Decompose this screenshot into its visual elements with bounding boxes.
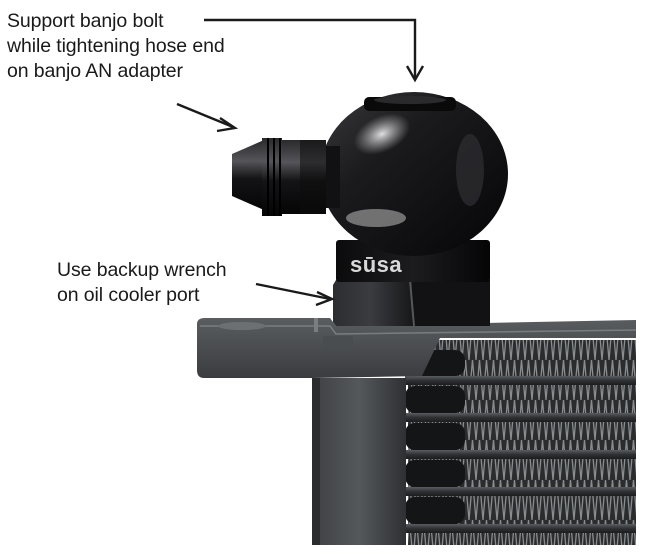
oil-cooler [197,318,637,545]
arrow-left-icon [255,282,336,307]
an-adapter [232,138,340,216]
mounting-flange [197,318,636,378]
cooler-tubes [405,376,636,533]
arrow-down-icon [204,18,425,83]
backup-wrench-annotation: Use backup wrench on oil cooler port [57,259,227,306]
banjo-body [320,92,508,256]
banjo-collar: sūsa [336,240,490,282]
cooler-side-tank [312,378,406,545]
susa-logo: sūsa [350,252,402,277]
banjo-bolt-annotation: Support banjo bolt while tightening hose… [7,10,225,82]
arrow-diagonal-icon [176,102,239,133]
cooler-port-hex [333,279,490,327]
